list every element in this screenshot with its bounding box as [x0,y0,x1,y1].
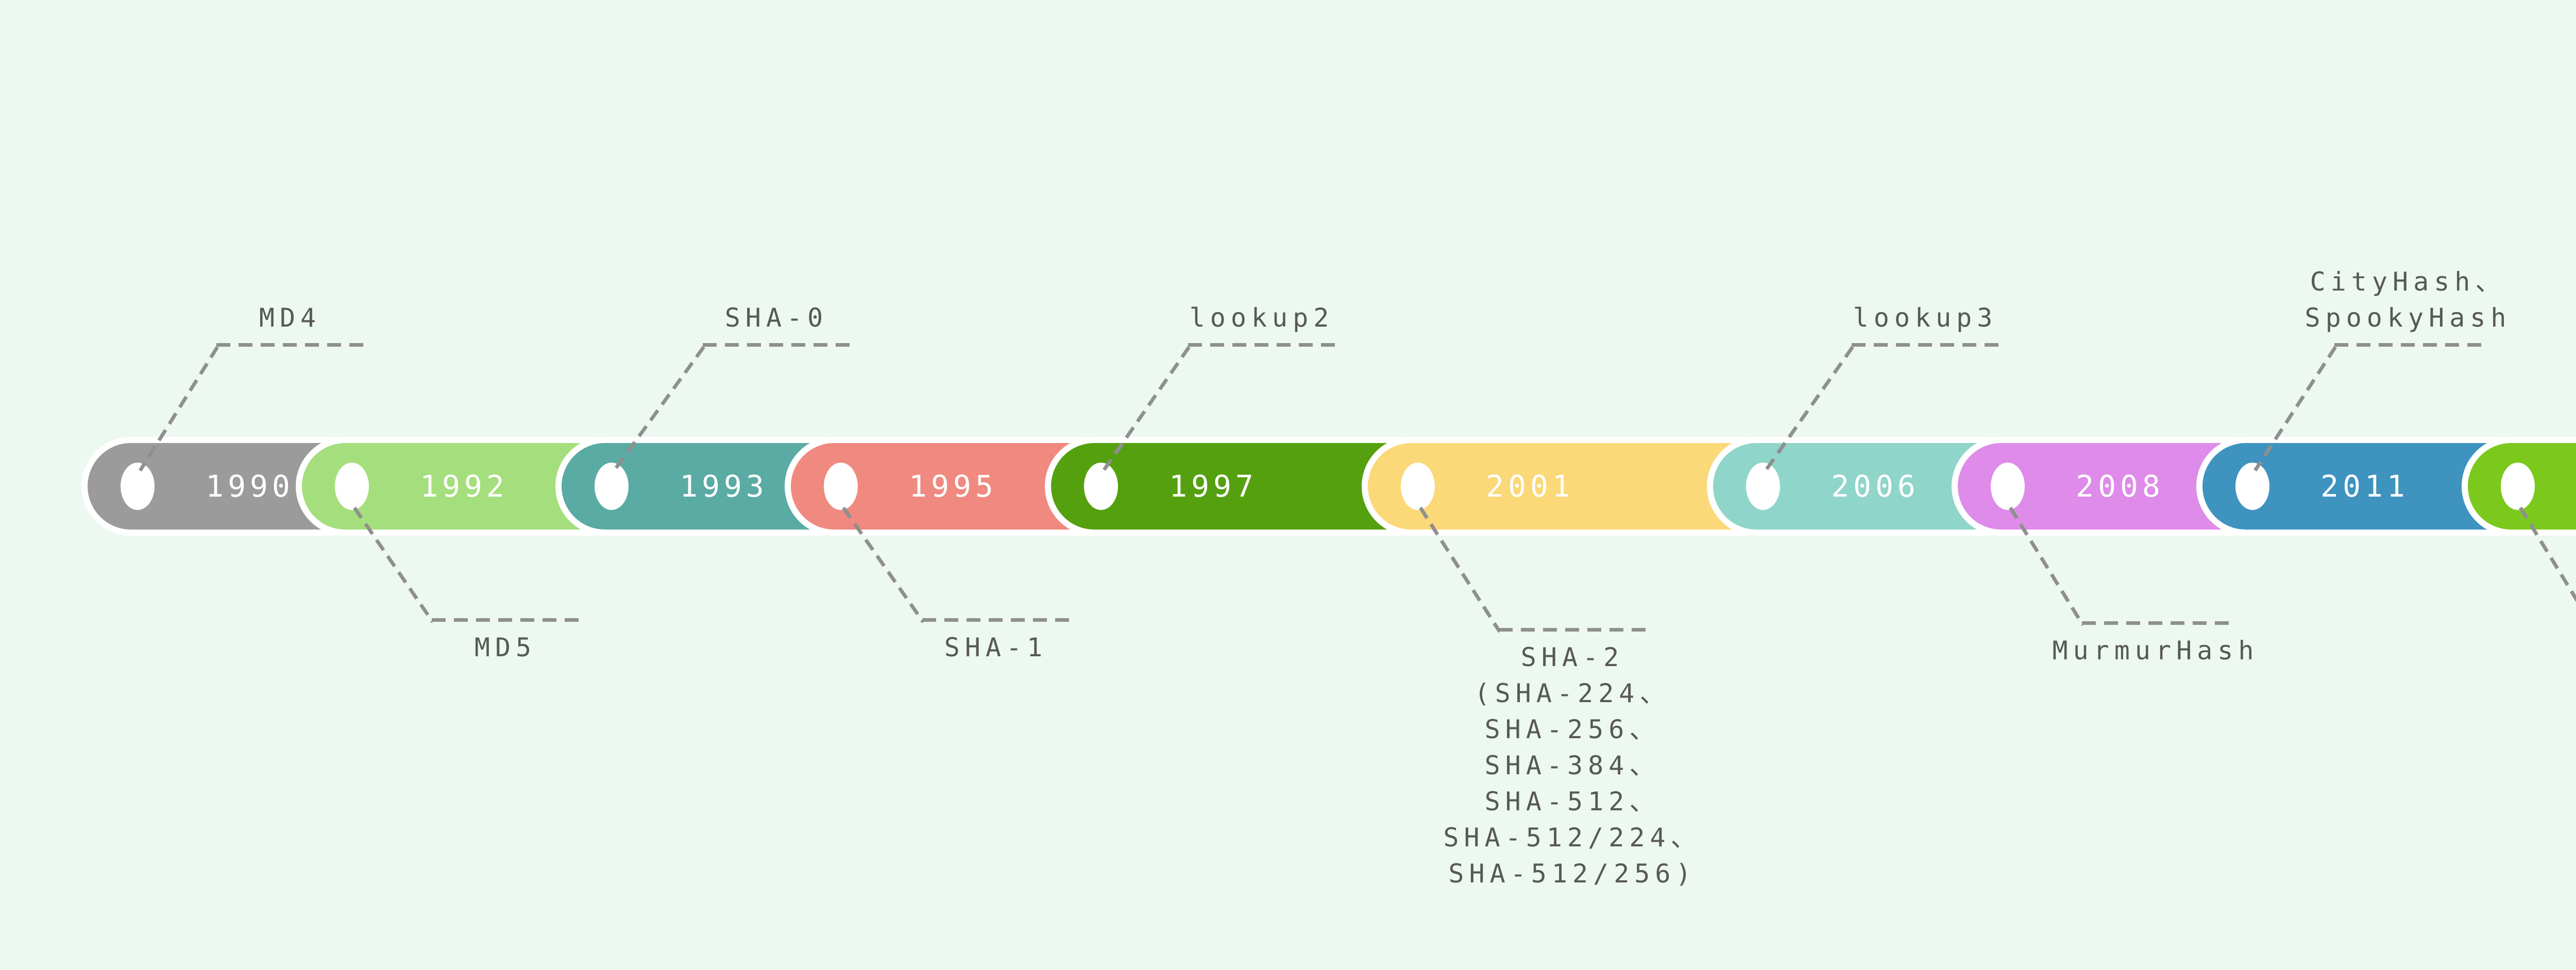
year-label-2001: 2001 [1486,469,1574,504]
year-label-1990: 1990 [206,469,294,504]
algorithm-label-md4: MD4 [58,300,522,336]
connector-line-sha-0 [703,343,851,347]
connector-line-cityhash-spookyhash [2334,343,2482,347]
timeline-segment-2014: 2014 [2468,443,2576,530]
algorithm-label-sha-2: SHA-2 (SHA-224、 SHA-256、 SHA-384、 SHA-512、 SH… [1341,639,1804,892]
algorithm-label-md5: MD5 [274,629,737,666]
year-label-1997: 1997 [1169,469,1258,504]
algorithm-label-line: MD5 [474,633,537,662]
connector-line-sha-2 [1499,628,1647,632]
connector-line-md4 [216,343,364,347]
milestone-dot-2014 [2501,463,2535,510]
connector-line-murmurhash [2082,621,2230,625]
milestone-dot-2001 [1401,463,1435,510]
milestone-dot-2011 [2235,463,2269,510]
milestone-dot-1992 [335,463,369,510]
algorithm-label-line: SHA-512/256) [1448,859,1697,889]
milestone-dot-1997 [1084,463,1118,510]
algorithm-label-line: SHA-512/224、 [1443,823,1702,853]
algorithm-label-line: FramHash [2436,638,2576,674]
algorithm-label-line: CityHash、 [2310,267,2506,297]
connector-line-md5 [432,618,580,622]
milestone-dot-1990 [121,463,155,510]
algorithm-label-framhash: FramHash [2436,638,2576,674]
year-label-1995: 1995 [909,469,997,504]
algorithm-label-line: lookup2 [1189,303,1334,333]
algorithm-label-line: lookup3 [1853,303,1998,333]
milestone-dot-1995 [824,463,858,510]
algorithm-label-murmurhash: MurmurHash [1924,633,2387,669]
algorithm-label-line: (SHA-224、 [1474,678,1671,708]
milestone-dot-2008 [1991,463,2025,510]
connector-line-sha-1 [922,618,1070,622]
year-label-2014: 2014 [2561,443,2576,530]
algorithm-label-sha-1: SHA-1 [764,629,1228,666]
algorithm-label-line: SHA-2 [1520,642,1624,672]
year-label-2006: 2006 [1831,469,1920,504]
year-label-2008: 2008 [2076,469,2164,504]
algorithm-label-line: MD4 [259,303,321,333]
year-label-2011: 2011 [2320,469,2409,504]
algorithm-label-lookup2: lookup2 [1030,300,1494,336]
milestone-dot-2006 [1746,463,1780,510]
algorithm-label-line: SHA-512、 [1484,787,1660,816]
algorithm-label-line: SHA-1 [944,633,1048,662]
year-label-1993: 1993 [680,469,768,504]
algorithm-label-cityhash-spookyhash: CityHash、 SpookyHash [2176,264,2576,336]
milestone-dot-1993 [595,463,629,510]
algorithm-label-line: SHA-384、 [1484,751,1660,780]
year-label-1992: 1992 [420,469,509,504]
algorithm-label-line: SpookyHash [2304,303,2512,333]
algorithm-label-line: SHA-0 [724,303,828,333]
algorithm-label-line: MurmurHash [2052,636,2259,666]
algorithm-label-lookup3: lookup3 [1693,300,2157,336]
connector-line-lookup2 [1188,343,1336,347]
connector-line-lookup3 [1852,343,1999,347]
algorithm-label-line: SHA-256、 [1484,714,1660,744]
algorithm-label-sha-0: SHA-0 [545,300,1008,336]
